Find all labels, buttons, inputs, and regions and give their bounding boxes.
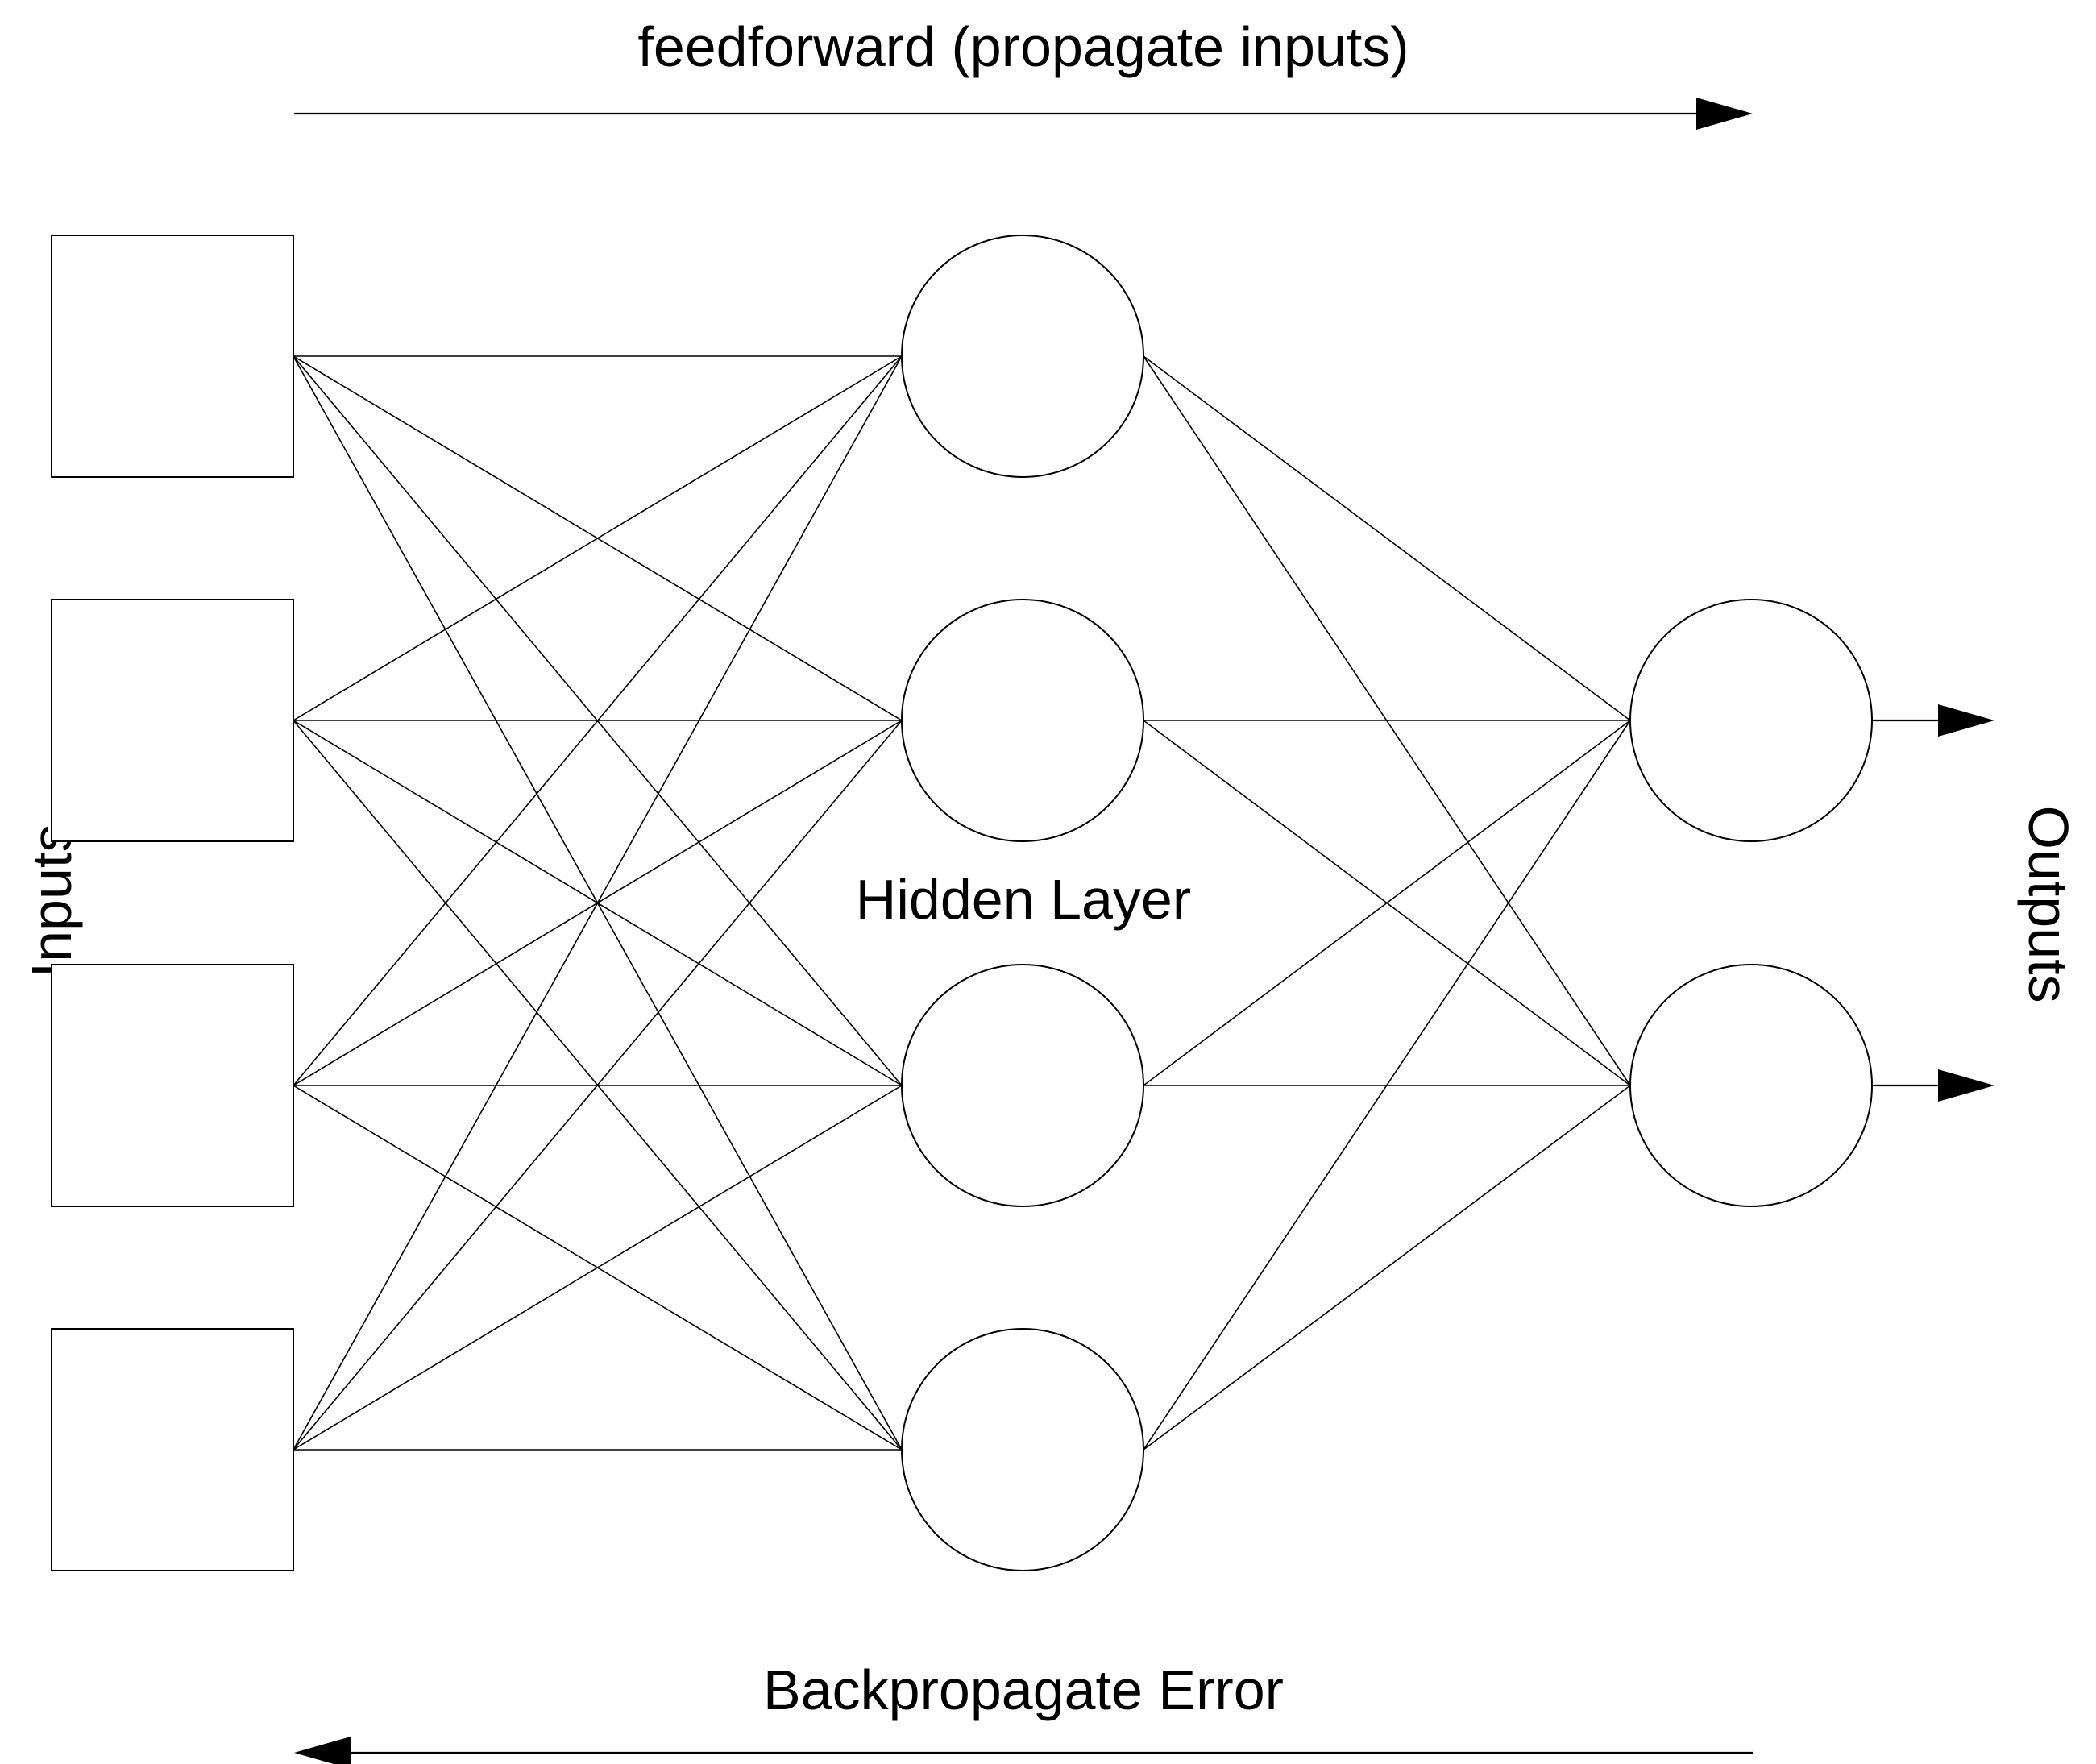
nodes: [51, 235, 1873, 1571]
edge-hidden-3-output-1: [1143, 720, 1631, 1086]
output-node-2: [1629, 964, 1873, 1207]
input-node-2: [51, 599, 294, 842]
hidden-node-4: [901, 1328, 1144, 1571]
edge-input-2-hidden-1: [293, 355, 903, 721]
edge-hidden-1-output-1: [1143, 355, 1631, 721]
backpropagate-label: Backpropagate Error: [763, 1658, 1284, 1721]
output-node-1: [1629, 599, 1873, 842]
feedforward-label: feedforward (propagate inputs): [637, 15, 1409, 78]
hidden-node-2: [901, 599, 1144, 842]
output-arrows: [1872, 704, 1994, 1102]
edge-hidden-4-output-1: [1143, 720, 1631, 1451]
input-node-3: [51, 964, 294, 1207]
edge-input-4-hidden-2: [293, 720, 903, 1451]
hidden-node-3: [901, 964, 1144, 1207]
input-node-4: [51, 1328, 294, 1571]
input-node-1: [51, 235, 294, 478]
inputs-label: Inputs: [20, 824, 83, 978]
output-arrowhead-2: [1938, 1069, 1994, 1102]
hidden-layer-label: Hidden Layer: [856, 868, 1191, 931]
outputs-label: Outputs: [2017, 805, 2080, 1002]
edge-input-4-hidden-1: [293, 355, 903, 1451]
output-arrowhead-1: [1938, 704, 1994, 737]
connections: [293, 355, 1631, 1451]
hidden-node-1: [901, 235, 1144, 478]
feedforward-arrowhead: [1696, 98, 1753, 130]
edge-input-3-hidden-1: [293, 355, 903, 1086]
edge-hidden-4-output-2: [1143, 1085, 1631, 1451]
backpropagate-arrowhead: [294, 1737, 351, 1764]
edge-input-4-hidden-3: [293, 1085, 903, 1451]
